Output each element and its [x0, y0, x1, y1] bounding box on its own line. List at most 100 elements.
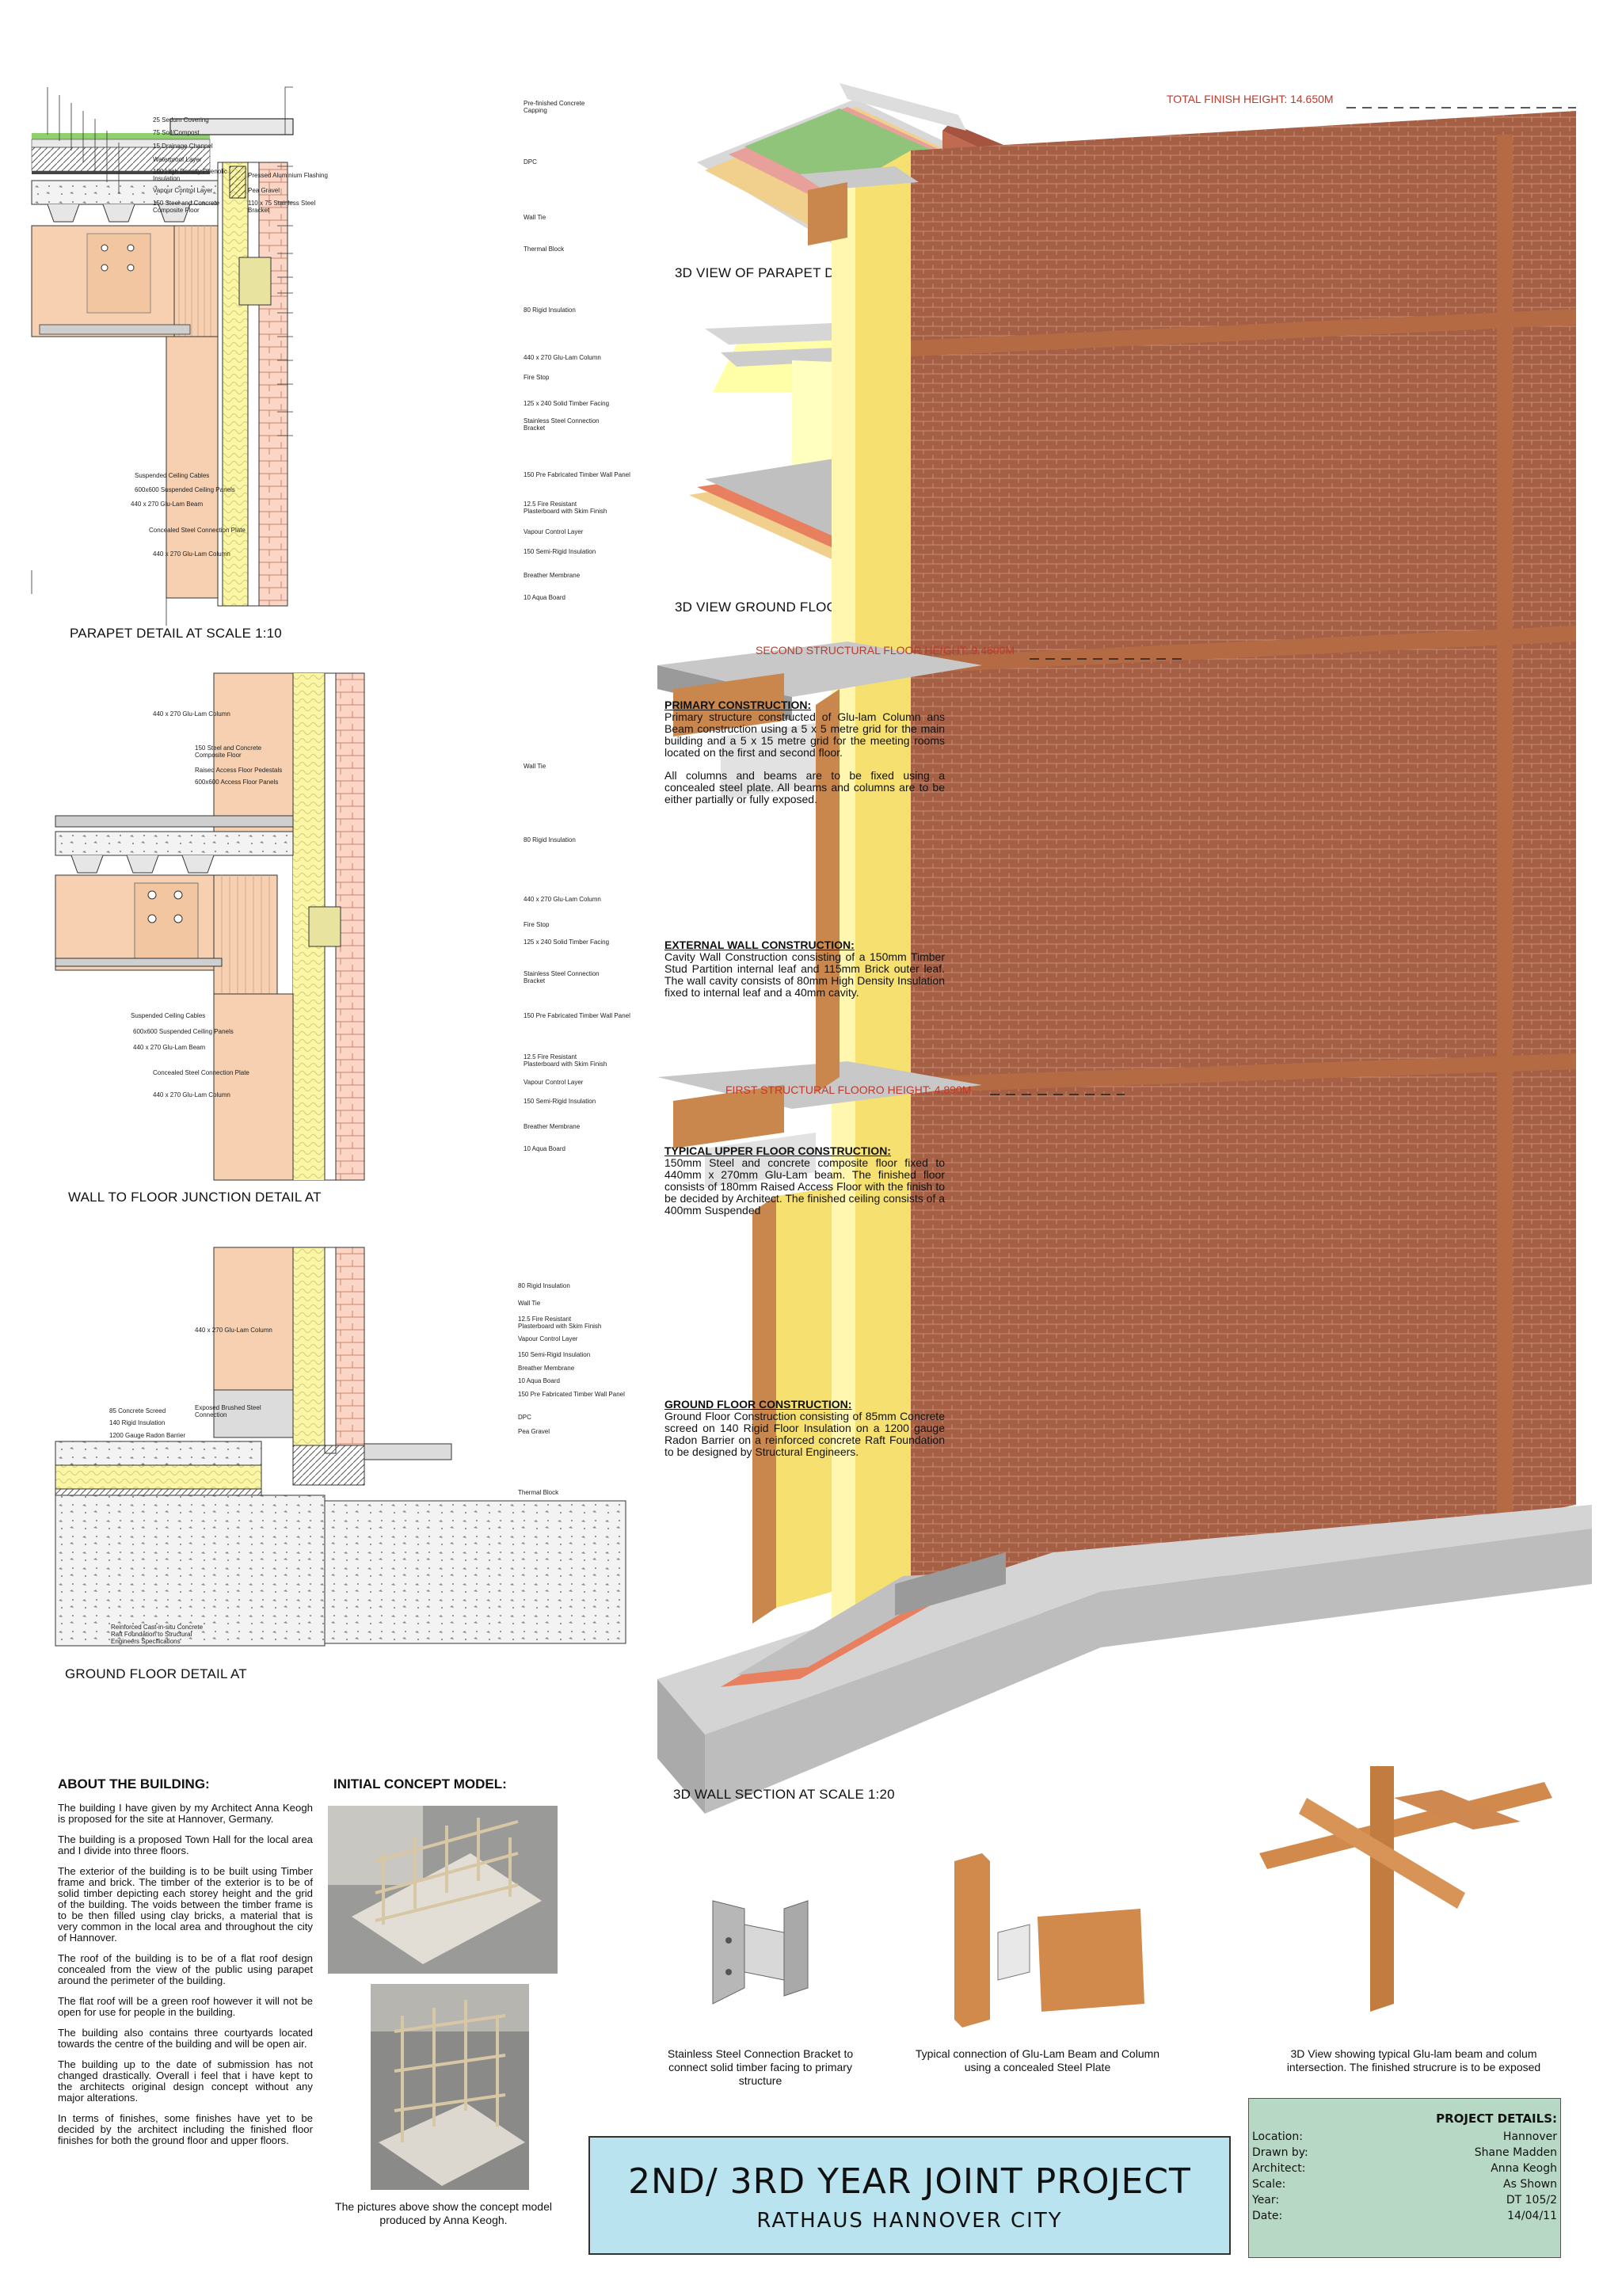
about-paragraph: The exterior of the building is to be bu…: [58, 1865, 313, 1944]
detail-row-architect: Architect:Anna Keogh: [1249, 2161, 1560, 2176]
detail-label: Location:: [1252, 2130, 1303, 2143]
ground-label-rigid: 140 Rigid Insulation: [109, 1419, 166, 1426]
parapet-label-pea-gravel: Pea Gravel: [248, 187, 280, 194]
wall-label-ceiling-panels: 600x600 Suspended Ceiling Panels: [133, 1028, 234, 1035]
wall-section-3d-view: [657, 111, 1592, 1814]
concept-heading: INITIAL CONCEPT MODEL:: [333, 1776, 507, 1791]
wall-label-plasterboard: 12.5 Fire Resistant Plasterboard with Sk…: [524, 1053, 607, 1068]
ground-label-pea-gravel: Pea Gravel: [518, 1428, 550, 1435]
external-wall-heading: EXTERNAL WALL CONSTRUCTION:: [664, 939, 855, 951]
about-text: The building I have given by my Architec…: [58, 1803, 313, 2156]
parapet-label-capping: Pre-finished Concrete Capping: [524, 100, 585, 114]
detail-row-year: Year:DT 105/2: [1249, 2192, 1560, 2208]
parapet-label-vcl-r: Vapour Control Layer: [524, 528, 584, 535]
ground-label-raft: Reinforced Cast-in-situ Concrete Raft Fo…: [111, 1624, 204, 1645]
wall-label-facing: 125 x 240 Solid Timber Facing: [524, 939, 610, 946]
detail-value: Anna Keogh: [1491, 2162, 1557, 2175]
wall-label-bracket: Stainless Steel Connection Bracket: [524, 970, 600, 984]
parapet-label-rigid: 80 Rigid Insulation: [524, 307, 576, 314]
primary-construction-text2: All columns and beams are to be fixed us…: [664, 769, 945, 805]
ground-label-vcl: Vapour Control Layer: [518, 1335, 578, 1342]
concept-photo-1: [328, 1806, 558, 1974]
parapet-label-wall-panel: 150 Pre Fabricated Timber Wall Panel: [524, 471, 630, 478]
ground-floor-caption: GROUND FLOOR DETAIL AT: [65, 1666, 247, 1681]
concept-caption: The pictures above show the concept mode…: [335, 2200, 552, 2226]
about-paragraph: The flat roof will be a green roof howev…: [58, 1995, 313, 2018]
parapet-label-flashing: Pressed Aluminium Flashing: [248, 172, 328, 179]
ground-label-wall-panel: 150 Pre Fabricated Timber Wall Panel: [518, 1391, 625, 1398]
parapet-label-bracket: 110 x 75 Stainless Steel Bracket: [248, 200, 316, 214]
parapet-label-r-column: 440 x 270 Glu-Lam Column: [524, 354, 601, 361]
first-floor-height-label: FIRST STRUCTURAL FLOORO HEIGHT: 4.890M: [725, 1083, 972, 1096]
detail-value: Hannover: [1502, 2130, 1557, 2143]
parapet-label-column: 440 x 270 Glu-Lam Column: [153, 550, 230, 558]
primary-construction-heading: PRIMARY CONSTRUCTION:: [664, 699, 812, 711]
wall-label-composite: 150 Steel and Concrete Composite Floor: [195, 744, 262, 759]
detail-row-location: Location: Hannover: [1249, 2129, 1560, 2145]
ground-floor-text: Ground Floor Construction consisting of …: [664, 1410, 945, 1458]
detail-label: Date:: [1252, 2210, 1283, 2222]
second-floor-height-label: SECOND STRUCTURAL FLOOR HEIGHT: 9.4600M: [756, 644, 1015, 657]
parapet-label-phenolic: 100 High Density Phenolic Insulation: [153, 168, 227, 182]
parapet-label-breather: Breather Membrane: [524, 572, 581, 579]
bracket-caption: Stainless Steel Connection Bracket to co…: [667, 2047, 854, 2087]
about-paragraph: In terms of finishes, some finishes have…: [58, 2112, 313, 2146]
beam-column-connection-icon: [954, 1853, 1144, 2028]
upper-floor-heading: TYPICAL UPPER FLOOR CONSTRUCTION:: [664, 1144, 891, 1157]
wall-label-pedestals: Raised Access Floor Pedestals: [195, 767, 283, 774]
ground-label-dpc: DPC: [518, 1414, 531, 1421]
parapet-label-plasterboard: 12.5 Fire Resistant Plasterboard with Sk…: [524, 501, 607, 515]
wall-label-ceiling-cables: Suspended Ceiling Cables: [131, 1012, 206, 1019]
detail-row-scale: Scale: As Shown: [1249, 2176, 1560, 2192]
ground-label-breather: Breather Membrane: [518, 1365, 575, 1372]
about-paragraph: The building is a proposed Town Hall for…: [58, 1833, 313, 1856]
wall-label-column: 440 x 270 Glu-Lam Column: [153, 1091, 230, 1099]
project-subtitle: RATHAUS HANNOVER CITY: [756, 2209, 1063, 2233]
upper-floor-text: 150mm Steel and concrete composite floor…: [664, 1156, 945, 1217]
parapet-label-dpc: DPC: [524, 158, 537, 166]
detail-row-date: Date: 14/04/11: [1249, 2208, 1560, 2224]
parapet-label-facing: 125 x 240 Solid Timber Facing: [524, 400, 610, 407]
about-paragraph: The building up to the date of submissio…: [58, 2058, 313, 2104]
about-heading: ABOUT THE BUILDING:: [58, 1776, 210, 1791]
ground-label-steel-conn: Exposed Brushed Steel Connection: [195, 1404, 261, 1418]
project-details-heading: PROJECT DETAILS:: [1436, 2111, 1557, 2126]
project-details-panel: PROJECT DETAILS: Location: Hannover Drawn…: [1248, 2098, 1561, 2258]
primary-construction-text1: Primary structure constructed of Glu-lam…: [664, 710, 945, 759]
ground-label-semi-rigid: 150 Semi-Rigid Insulation: [518, 1351, 591, 1358]
wall-label-vcl: Vapour Control Layer: [524, 1079, 584, 1086]
ground-floor-section: GROUND FLOOR CONSTRUCTION: Ground Floor …: [664, 1399, 945, 1458]
wall-label-wall-tie: Wall Tie: [524, 763, 546, 770]
wall-label-r-column: 440 x 270 Glu-Lam Column: [524, 896, 601, 903]
parapet-label-soil: 75 Soil/Compost: [153, 129, 200, 136]
wall-label-rigid: 80 Rigid Insulation: [524, 836, 576, 843]
parapet-label-composite: 150 Steel and Concrete Composite Floor: [153, 200, 220, 214]
ground-label-radon: 1200 Gauge Radon Barrier: [109, 1432, 186, 1439]
primary-construction-section: PRIMARY CONSTRUCTION: Primary structure …: [664, 699, 945, 805]
detail-label: Scale:: [1252, 2178, 1286, 2191]
about-paragraph: The building I have given by my Architec…: [58, 1802, 313, 1825]
wall-section-3d-caption: 3D WALL SECTION AT SCALE 1:20: [673, 1787, 895, 1802]
ground-label-aqua: 10 Aqua Board: [518, 1377, 560, 1384]
parapet-detail-drawing: [31, 86, 294, 626]
parapet-label-plate: Concealed Steel Connection Plate: [149, 527, 246, 534]
parapet-label-waterproof: Waterproof Layer: [153, 156, 202, 163]
external-wall-section: EXTERNAL WALL CONSTRUCTION: Cavity Wall …: [664, 939, 945, 999]
project-title: 2ND/ 3RD YEAR JOINT PROJECT: [628, 2161, 1191, 2202]
about-paragraph: The roof of the building is to be of a f…: [58, 1952, 313, 1986]
intersection-caption: 3D View showing typical Glu-lam beam and…: [1286, 2047, 1541, 2073]
ground-label-r-rigid: 80 Rigid Insulation: [518, 1282, 570, 1289]
detail-value: 14/04/11: [1507, 2210, 1557, 2222]
ground-label-plasterboard: 12.5 Fire Resistant Plasterboard with Sk…: [518, 1316, 602, 1330]
detail-value: As Shown: [1503, 2178, 1557, 2191]
parapet-label-vcl: Vapour Control Layer: [153, 187, 213, 194]
connection-caption: Typical connection of Glu-Lam Beam and C…: [915, 2047, 1160, 2073]
wall-label-column-top: 440 x 270 Glu-Lam Column: [153, 710, 230, 718]
parapet-label-sedum: 25 Sedum Covering: [153, 116, 209, 124]
wall-label-breather: Breather Membrane: [524, 1123, 581, 1130]
total-height-label: TOTAL FINISH HEIGHT: 14.650M: [1167, 93, 1334, 105]
ground-label-screed: 85 Concrete Screed: [109, 1407, 166, 1415]
ground-floor-detail-drawing: [55, 1247, 626, 1647]
ground-label-thermal: Thermal Block: [518, 1489, 559, 1496]
detail-label: Drawn by:: [1252, 2146, 1308, 2159]
